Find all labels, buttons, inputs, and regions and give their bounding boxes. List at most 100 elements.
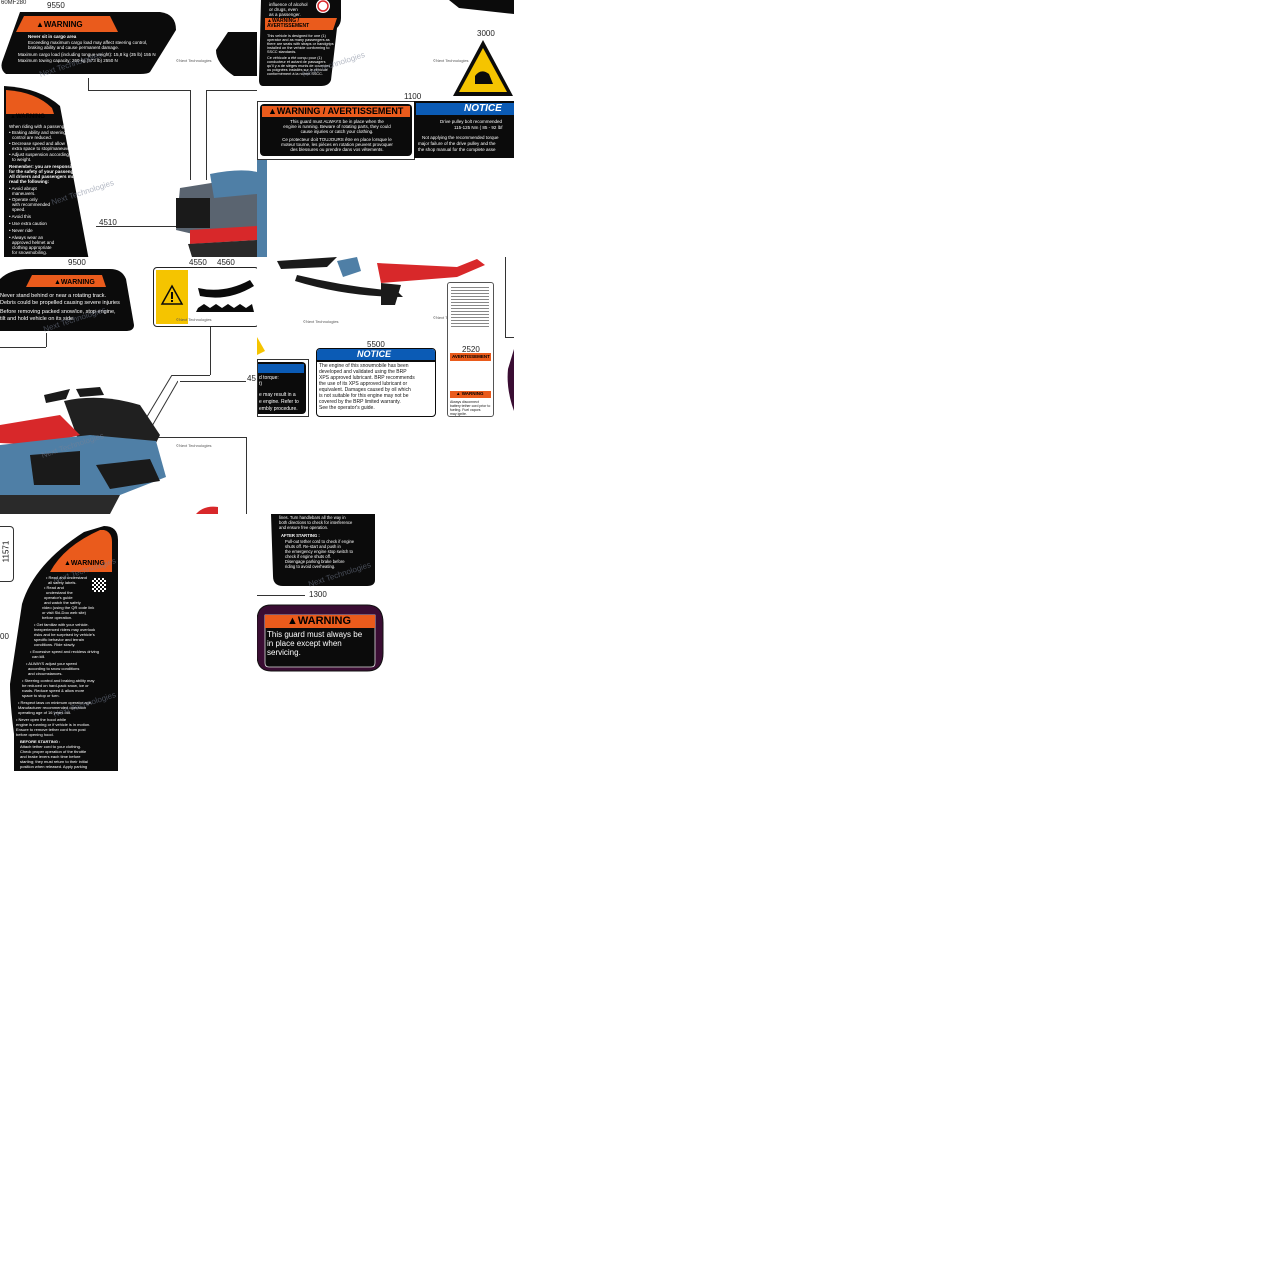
passenger-text-11: read the following: [9,179,49,184]
passenger-text-2: • Braking ability and steering [9,130,66,135]
guard-fr-text-1: This guard must ALWAYS be in place when … [290,119,384,124]
guard-service-text-3: servicing. [267,648,301,657]
pulley-notice-header: NOTICE [464,103,502,114]
guard-fr-text-2: engine is running. Beware of rotating pa… [283,124,391,129]
oil-text-2: developed and validated using the BRP [319,369,407,375]
starting-text-2: both directions to check for interferenc… [279,520,353,525]
main-text-36: position when released. Apply parking [20,764,88,769]
starting-text-9: Disengage parking brake before [285,559,345,564]
cargo-line-3: Maximum cargo load (including tongue wei… [18,52,156,57]
starting-text-10: riding to avoid overheating. [285,564,336,569]
main-text-3: • Read and [44,585,64,590]
track-text-1: Never stand behind or near a rotating tr… [0,293,107,299]
fuel-fr-header: AVERTISSEMENT [452,354,490,359]
oil-text-8: See the operator's guide. [319,405,375,411]
passenger-text-20: • Always wear an [9,235,44,240]
torque-notice-partial-label: d torque: t) e may result in a e engine.… [257,359,309,417]
starting-text-6: shuts off. Re-start and push in [285,544,341,549]
cargo-title: Never sit in cargo area [28,34,77,39]
passenger-fr-text-5: operator and as many passengers as [267,38,330,42]
part-number-1300: 1300 [309,590,327,599]
starting-text-7: the emergency engine stop switch to [285,549,353,554]
track-text-2: Debris could be propelled causing severe… [0,300,120,306]
passenger-text-19: • Never ride [9,228,33,233]
passenger-text-3: control are reduced. [12,135,53,140]
part-number-45: 45 [247,374,256,383]
track-text-4: tilt and hold vehicle on its side. [0,316,75,322]
fuel-text-1: Always disconnect [450,400,479,404]
main-text-12: risks and be surprised by vehicle's [34,632,95,637]
torque-text-4: e engine. Refer to [259,399,299,405]
cargo-line-4: Maximum towing capacity: 260 kg (573 lb)… [18,58,118,63]
main-text-16: can kill. [32,654,46,659]
main-text-7: video (using the QR code link [42,605,95,610]
pulley-text-3: Not applying the recommended torque [422,135,499,140]
tile-track-front: 9500 4550 4560 ▲WARNING Never stand behi… [0,257,257,514]
main-text-34: and brake levers each time before [20,754,81,759]
caution-triangle-icon [160,284,184,305]
passenger-fr-text-3: as a passenger. [269,12,301,17]
main-warning-header: ▲WARNING [64,560,105,567]
passenger-text-6: • Adjust suspension according [9,152,69,157]
passenger-text-13: maneuvers. [12,191,36,196]
pulley-text-2: 115-125 Nm ( 85 - 92 lbf [454,125,503,130]
oil-text-7: covered by the BRP limited warranty. [319,399,401,405]
partial-label-top [449,0,514,14]
passenger-fr-text-6: there are seats with straps or handgrips [267,42,334,46]
passenger-text-23: for snowmobiling. [12,250,48,255]
oil-text-5: equivalent. Damages caused by oil which [319,387,411,393]
passenger-bilingual-label: influence of alcohol or drugs, even as a… [257,0,343,88]
track-label-shape [0,269,134,331]
passenger-fr-text-13: conformément à la norme SSCC. [267,72,323,76]
passenger-bilingual-shape [259,0,341,86]
passenger-fr-text-4: This vehicle is designed for one (1) [267,34,326,38]
guard-service-header: ▲WARNING [287,615,352,627]
guard-fr-text-6: des blessures ou prendre dans vos vêteme… [290,147,384,152]
passenger-fr-text-2: or drugs, even [269,7,298,12]
tile-guard-pulley: influence of alcohol or drugs, even as a… [257,0,514,257]
torque-text-2: t) [259,381,263,387]
passenger-text-5: extra space to stop/maneuver. [12,146,73,151]
tile-oil-fuel: ©Next Technologies ©Next Technologies d … [257,257,514,514]
main-text-6: and watch the safety [44,600,81,605]
guard-service-text-1: This guard must always be [267,630,363,639]
part-number-2520: 2520 [462,345,480,354]
starting-text-5: Pull-out tether cord to check if engine [285,539,355,544]
main-text-26: operating age of 16 years old. [18,710,71,715]
cargo-warning-label: ▲WARNING Never sit in cargo area Exceedi… [0,10,178,76]
torque-text-3: e may result in a [259,392,296,398]
main-text-32: Attach tether cord to your clothing. [20,744,81,749]
starting-text-4: AFTER STARTING : [281,533,320,538]
passenger-text-21: approved helmet and [12,240,55,245]
main-safety-warning-label: ▲WARNING • Read and understand all safet… [4,524,120,771]
snowmobile-front-illustration [0,387,166,514]
passenger-text-4: • Decrease speed and allow [9,141,65,146]
starting-label-shape [271,514,375,586]
main-text-33: Check proper operation of the throttle [20,749,87,754]
diagram-code: 60MF280 [1,0,27,6]
starting-text-1: lines. Turn handlebars all the way in [279,515,346,520]
passenger-text-12: • Avoid abrupt [9,186,37,191]
part-number-9550: 9550 [47,1,65,10]
guard-fr-text-3: cause injuries or catch your clothing. [300,129,374,134]
main-text-9: before operation. [42,615,73,620]
main-text-2: all safety labels. [48,580,77,585]
passenger-fr-text-7: installed on the vehicle conforming to [267,46,330,50]
main-text-21: be reduced on hard-pack snow, ice or [22,683,89,688]
main-text-4: understand the [46,590,73,595]
tile-main-warning: 11571 00 ▲WARNING • Read and understand … [0,514,257,771]
passenger-text-18: • Use extra caution [9,221,47,226]
passenger-fr-text-10: conducteur et autant de passagers [267,60,326,64]
passenger-fr-text-12: ou poignées installés sur le véhicule [267,68,328,72]
part-number-4550: 4550 [189,258,207,267]
cargo-label-shape [1,12,176,74]
track-text-3: Before removing packed snow/ice, stop en… [0,309,116,315]
fuel-warning-header: ▲ WARNING [456,391,484,396]
fuel-text-2: battery tether cord prior to [450,404,491,408]
ski-tip-fragment [196,506,218,514]
yellow-fragment [257,337,265,355]
main-text-13: specific behavior and terrain [34,637,85,642]
passenger-fr-text-9: Ce véhicule a été conçu pour (1) [267,56,322,60]
fuel-text-3: fueling. Fuel vapors [450,408,481,412]
passenger-text-14: • Operate only [9,197,38,202]
